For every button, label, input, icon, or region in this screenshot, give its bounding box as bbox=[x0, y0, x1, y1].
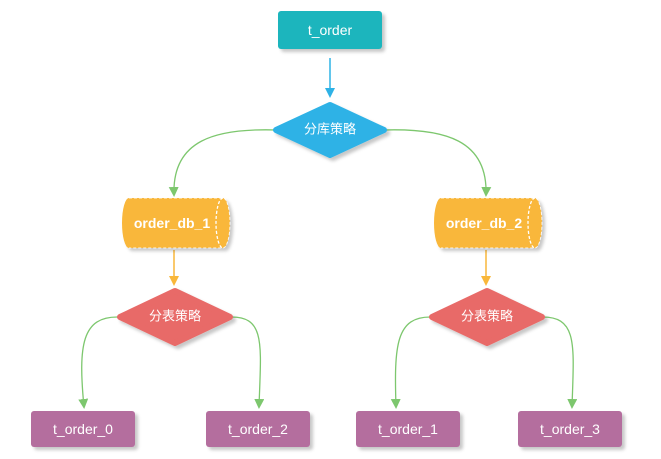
arrow-table-strategy-1-to-table-0 bbox=[78, 316, 120, 409]
shard-table-2-label: t_order_2 bbox=[228, 421, 288, 437]
database-2-label: order_db_2 bbox=[446, 215, 522, 231]
connectors bbox=[78, 58, 578, 409]
arrow-table-strategy-2-to-table-3 bbox=[540, 316, 578, 409]
database-node-1[interactable]: order_db_1 bbox=[122, 197, 231, 249]
table-strategy-2-label: 分表策略 bbox=[461, 309, 513, 325]
arrow-table-strategy-2-to-table-1 bbox=[390, 316, 433, 409]
arrow-table-strategy-1-to-table-2 bbox=[229, 316, 265, 409]
database-1-label: order_db_1 bbox=[134, 215, 210, 231]
shard-table-1-label: t_order_1 bbox=[378, 421, 438, 437]
shard-table-node-1[interactable]: t_order_1 bbox=[356, 411, 460, 447]
shard-table-0-label: t_order_0 bbox=[53, 421, 113, 437]
shard-table-node-3[interactable]: t_order_3 bbox=[518, 411, 622, 447]
source-table-node[interactable]: t_order bbox=[278, 11, 382, 49]
table-strategy-node-2[interactable]: 分表策略 bbox=[429, 288, 545, 346]
table-strategy-1-label: 分表策略 bbox=[149, 309, 201, 325]
arrow-db-strategy-to-db-1 bbox=[168, 129, 278, 197]
database-2-outline bbox=[441, 197, 543, 249]
shard-table-3-label: t_order_3 bbox=[540, 421, 600, 437]
table-strategy-node-1[interactable]: 分表策略 bbox=[117, 288, 233, 346]
db-strategy-label: 分库策略 bbox=[304, 122, 356, 138]
source-table-label: t_order bbox=[308, 22, 353, 38]
shard-table-node-2[interactable]: t_order_2 bbox=[206, 411, 310, 447]
shard-table-node-0[interactable]: t_order_0 bbox=[31, 411, 135, 447]
database-node-2[interactable]: order_db_2 bbox=[434, 197, 543, 249]
database-1-rim bbox=[215, 197, 224, 249]
arrow-db-strategy-to-db-2 bbox=[382, 129, 492, 197]
database-2-rim bbox=[527, 197, 536, 249]
database-1-outline bbox=[129, 197, 231, 249]
db-strategy-node[interactable]: 分库策略 bbox=[273, 102, 387, 158]
